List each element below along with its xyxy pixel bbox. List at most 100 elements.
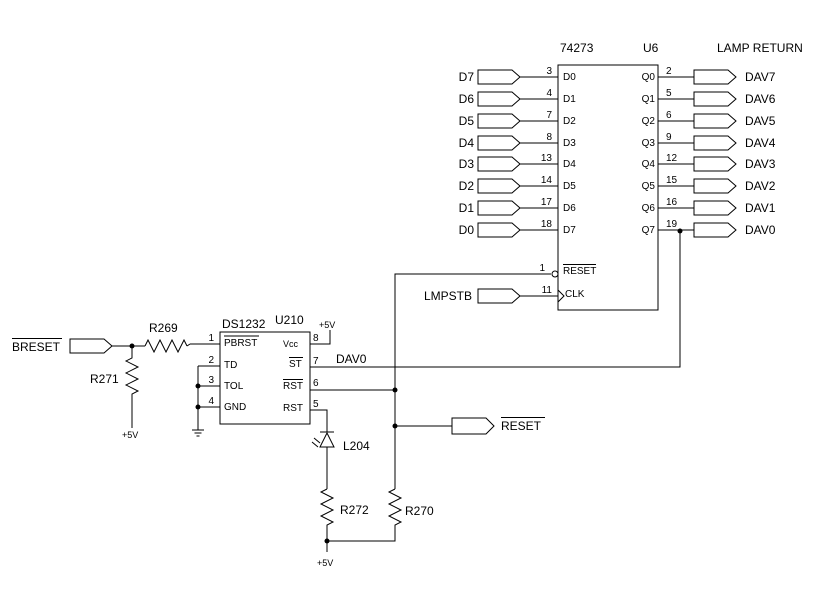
u6-clk-triangle — [557, 289, 565, 303]
input-pin-label: D3 — [563, 138, 576, 149]
input-port-connector — [477, 135, 521, 151]
u6-output-row: Q7 19 DAV0 — [642, 219, 776, 238]
resistor-r272: R272 +5V — [317, 488, 369, 568]
output-pin-number: 6 — [666, 110, 672, 121]
output-pin-number: 2 — [666, 66, 672, 77]
input-pin-number: 13 — [541, 153, 553, 164]
reset-network: RESET — [392, 273, 545, 489]
output-pin-label: Q7 — [642, 225, 656, 236]
input-net-label: D3 — [459, 157, 475, 171]
u6-ref-label: U6 — [643, 41, 659, 55]
u210-pin-1-number: 1 — [208, 333, 214, 344]
input-pin-label: D7 — [563, 225, 576, 236]
input-pin-number: 18 — [541, 219, 553, 230]
breset-net-label: BRESET — [12, 340, 61, 354]
input-port-connector — [477, 222, 521, 238]
reset-out-label: RESET — [501, 419, 542, 433]
dav0-wire: DAV0 — [310, 231, 681, 368]
lmpstb-port — [477, 288, 521, 304]
u210-pin-8-number: 8 — [313, 333, 319, 344]
output-pin-number: 16 — [666, 197, 678, 208]
output-net-label: DAV2 — [745, 179, 776, 193]
input-net-label: D1 — [459, 201, 475, 215]
u210-part-label: DS1232 — [222, 317, 266, 331]
u6-clk-pin-label: CLK — [565, 289, 585, 300]
output-pin-number: 19 — [666, 219, 678, 230]
u6-part-label: 74273 — [560, 41, 594, 55]
u210-pin-2-number: 2 — [208, 355, 214, 366]
u6-input-row: D5 7D2 — [459, 110, 576, 129]
input-pin-number: 3 — [546, 66, 552, 77]
ground-symbol — [192, 429, 204, 437]
u210-pin-gnd: 4 GND — [198, 396, 246, 413]
u6-clk-pin-number: 11 — [542, 285, 553, 296]
input-pin-label: D4 — [563, 159, 576, 170]
r269-label: R269 — [149, 321, 178, 335]
u210-tol-label: TOL — [224, 381, 244, 392]
u210-pin-pbrst: 1 PBRST — [190, 333, 259, 349]
input-pin-number: 8 — [546, 132, 552, 143]
resistor-r269: R269 — [144, 321, 191, 354]
input-pin-number: 4 — [546, 88, 552, 99]
output-pin-number: 12 — [666, 153, 678, 164]
u210-pin-5-number: 5 — [313, 399, 319, 410]
u210-body — [219, 331, 311, 425]
u210-pin-rst-n: 6 RST — [283, 378, 395, 392]
u210-pin-st: 7 ST — [289, 356, 319, 370]
output-port-connector — [693, 178, 737, 194]
input-port-connector — [477, 69, 521, 85]
output-pin-label: Q4 — [642, 159, 656, 170]
input-pin-number: 7 — [546, 110, 552, 121]
bottom-supply-label: +5V — [317, 558, 333, 568]
u210-pbrst-label: PBRST — [224, 338, 257, 349]
r271-label: R271 — [90, 372, 119, 386]
input-pin-label: D2 — [563, 116, 576, 127]
output-port-connector — [693, 200, 737, 216]
r272-label: R272 — [340, 503, 369, 517]
u210-chip: DS1232 U210 1 PBRST 2 TD 3 TOL 4 GND 8 — [190, 313, 395, 437]
input-port-connector — [477, 91, 521, 107]
u210-rst-label: RST — [283, 403, 303, 414]
u210-rst-n-label: RST — [283, 381, 303, 392]
input-pin-number: 14 — [541, 175, 553, 186]
output-pin-number: 15 — [666, 175, 678, 186]
input-net-label: D2 — [459, 179, 475, 193]
input-pin-label: D6 — [563, 203, 576, 214]
u210-gnd-label: GND — [224, 402, 246, 413]
lamp-return-label: LAMP RETURN — [717, 41, 803, 55]
u210-pin-td: 2 TD — [198, 355, 237, 371]
u6-reset-pin-number: 1 — [539, 263, 545, 274]
resistor-r271: R271 +5V — [90, 346, 140, 440]
u210-pin-tol: 3 TOL — [198, 375, 244, 392]
output-pin-number: 5 — [666, 88, 672, 99]
output-net-label: DAV7 — [745, 70, 776, 84]
u6-reset-bubble — [551, 270, 559, 278]
output-net-label: DAV0 — [745, 223, 776, 237]
lmpstb-net-label: LMPSTB — [424, 289, 472, 303]
input-pin-label: D5 — [563, 181, 576, 192]
led-l204: L204 — [311, 431, 370, 489]
input-net-label: D7 — [459, 70, 475, 84]
u210-pin-vcc: 8 Vcc +5V — [283, 320, 335, 349]
u6-reset-pin-label: RESET — [563, 266, 596, 277]
u210-ref-label: U210 — [275, 313, 304, 327]
output-pin-label: Q5 — [642, 181, 656, 192]
l204-label: L204 — [343, 439, 370, 453]
output-port-connector — [693, 222, 737, 238]
u6-body — [557, 64, 659, 311]
input-net-label: D5 — [459, 114, 475, 128]
output-port-connector — [693, 135, 737, 151]
u210-vcc-supply: +5V — [319, 320, 335, 330]
